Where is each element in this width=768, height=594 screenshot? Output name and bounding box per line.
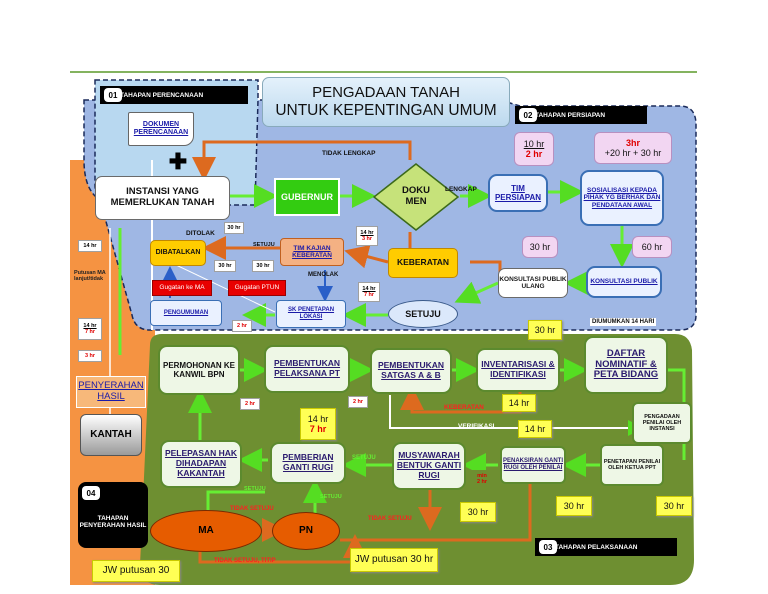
stage-01-badge: 01: [104, 88, 122, 102]
ma-oval[interactable]: MA: [150, 510, 262, 552]
label-tidak-setuju-titip: TIDAK SETUJU, TITIP: [214, 558, 276, 564]
jw-putusan-right: JW putusan 30 hr: [350, 548, 438, 572]
tag-2-permohonan: 2 hr: [240, 398, 260, 410]
duration-14-verifikasi: 14 hr: [518, 420, 552, 438]
duration-30-musyawarah: 30 hr: [460, 502, 496, 522]
stage-03-label: TAHAPAN PELAKSANAAN: [535, 538, 677, 556]
label-ditolak: DITOLAK: [186, 230, 215, 237]
tim-persiapan-box[interactable]: TIM PERSIAPAN: [488, 174, 548, 212]
dokumen-decision[interactable]: DOKU MEN: [372, 162, 460, 232]
label-setuju-mid: SETUJU: [352, 455, 376, 461]
gubernur-box[interactable]: GUBERNUR: [274, 178, 340, 216]
tag-14-7: 14 hr 7 hr: [358, 282, 380, 302]
pengumuman-box[interactable]: PENGUMUMAN: [150, 300, 222, 326]
tag-30-b: 30 hr: [214, 260, 236, 272]
dokumen-perencanaan-doc[interactable]: DOKUMEN PERENCANAAN: [128, 112, 194, 146]
penyerahan-hasil-box[interactable]: PENYERAHAN HASIL: [76, 376, 146, 408]
tag-14-3: 14 hr 3 hr: [356, 226, 378, 246]
label-lengkap: LENGKAP: [445, 186, 477, 193]
dibatalkan-box[interactable]: DIBATALKAN: [150, 240, 206, 266]
label-putusan-ma: Putusan MA lanjut/tidak: [74, 270, 106, 283]
stage-02-label: TAHAPAN PERSIAPAN: [515, 106, 647, 124]
duration-30-right: 30 hr: [656, 496, 692, 516]
stage-04-badge: 04: [82, 486, 100, 500]
tag-30-c: 30 hr: [252, 260, 274, 272]
tim-kajian-box[interactable]: TIM KAJIAN KEBERATAN: [280, 238, 344, 266]
satgas-box[interactable]: PEMBENTUKAN SATGAS A & B: [370, 348, 452, 394]
sk-penetapan-box[interactable]: SK PENETAPAN LOKASI: [276, 300, 346, 328]
pembentukan-pt-box[interactable]: PEMBENTUKAN PELAKSANA PT: [264, 345, 350, 393]
duration-30-daftar: 30 hr: [528, 320, 562, 340]
duration-30-penaksiran: 30 hr: [556, 496, 592, 516]
label-tidak-setuju-1: TIDAK SETUJU: [230, 506, 274, 512]
tag-2-pt: 2 hr: [348, 396, 368, 408]
label-verifikasi: VERIFIKASI: [458, 423, 495, 430]
label-menolak: MENOLAK: [308, 272, 339, 278]
plus-icon: ✚: [168, 149, 188, 175]
label-keberatan: KEBERATAN: [444, 404, 484, 411]
tag-30-a: 30 hr: [224, 222, 244, 234]
tag-14-left: 14 hr: [78, 240, 102, 252]
gugatan-ma-box[interactable]: Gugatan ke MA: [152, 280, 212, 296]
label-setuju-top: SETUJU: [253, 242, 275, 248]
penaksiran-box[interactable]: PENAKSIRAN GANTI RUGI OLEH PENILAI: [500, 446, 566, 484]
keberatan-box[interactable]: KEBERATAN: [388, 248, 458, 278]
duration-14-keberatan: 14 hr: [502, 394, 536, 412]
tag-14-7-left: 14 hr 7 hr: [78, 318, 102, 340]
daftar-nominatif-box[interactable]: DAFTAR NOMINATIF & PETA BIDANG: [584, 336, 668, 394]
label-diumumkan: DIUMUMKAN 14 HARI: [590, 318, 657, 326]
tag-min-2: min 2 hr: [472, 470, 492, 488]
gugatan-ptun-box[interactable]: Gugatan PTUN: [228, 280, 286, 296]
duration-30-konsultasi: 30 hr: [522, 236, 558, 258]
duration-3-20-30: 3hr +20 hr + 30 hr: [594, 132, 672, 164]
decision-diamond: [372, 163, 460, 231]
stage-01-label: TAHAPAN PERENCANAAN: [100, 86, 248, 104]
sosialisasi-box[interactable]: SOSIALISASI KEPADA PIHAK YG BERHAK DAN P…: [580, 170, 664, 226]
label-tidak-lengkap: TIDAK LENGKAP: [322, 150, 376, 157]
jw-putusan-left: JW putusan 30: [92, 560, 180, 582]
stage-02-badge: 02: [519, 108, 537, 122]
kantah-box[interactable]: KANTAH: [80, 414, 142, 456]
title-line2: UNTUK KEPENTINGAN UMUM: [275, 101, 497, 119]
penetapan-penilai-box[interactable]: PENETAPAN PENILAI OLEH KETUA PPT: [600, 444, 664, 486]
pengadaan-penilai-box[interactable]: PENGADAAN PENILAI OLEH INSTANSI: [632, 402, 692, 444]
setuju-oval[interactable]: SETUJU: [388, 300, 458, 328]
label-setuju-left2: SETUJU: [320, 494, 342, 500]
pelepasan-hak-box[interactable]: PELEPASAN HAK DIHADAPAN KAKANTAH: [160, 440, 242, 488]
duration-10-2: 10 hr 2 hr: [514, 132, 554, 166]
konsultasi-ulang-box[interactable]: KONSULTASI PUBLIK ULANG: [498, 268, 568, 298]
tag-3-left: 3 hr: [78, 350, 102, 362]
stage-03-badge: 03: [539, 540, 557, 554]
inventarisasi-box[interactable]: INVENTARISASI & IDENTIFIKASI: [476, 348, 560, 392]
title-line1: PENGADAAN TANAH: [312, 84, 460, 102]
title-box: PENGADAAN TANAH UNTUK KEPENTINGAN UMUM: [262, 77, 510, 127]
tag-2-hr: 2 hr: [232, 320, 252, 332]
instansi-box[interactable]: INSTANSI YANG MEMERLUKAN TANAH: [95, 176, 230, 220]
pn-oval[interactable]: PN: [272, 512, 340, 550]
duration-60: 60 hr: [632, 236, 672, 258]
label-tidak-setuju-2: TIDAK SETUJU: [368, 516, 412, 522]
permohonan-box[interactable]: PERMOHONAN KE KANWIL BPN: [158, 345, 240, 395]
label-setuju-left1: SETUJU: [244, 486, 266, 492]
pemberian-ganti-rugi-box[interactable]: PEMBERIAN GANTI RUGI: [270, 442, 346, 484]
duration-14-7-pemberian: 14 hr 7 hr: [300, 408, 336, 440]
musyawarah-box[interactable]: MUSYAWARAH BENTUK GANTI RUGI: [392, 442, 466, 490]
konsultasi-publik-box[interactable]: KONSULTASI PUBLIK: [586, 266, 662, 298]
